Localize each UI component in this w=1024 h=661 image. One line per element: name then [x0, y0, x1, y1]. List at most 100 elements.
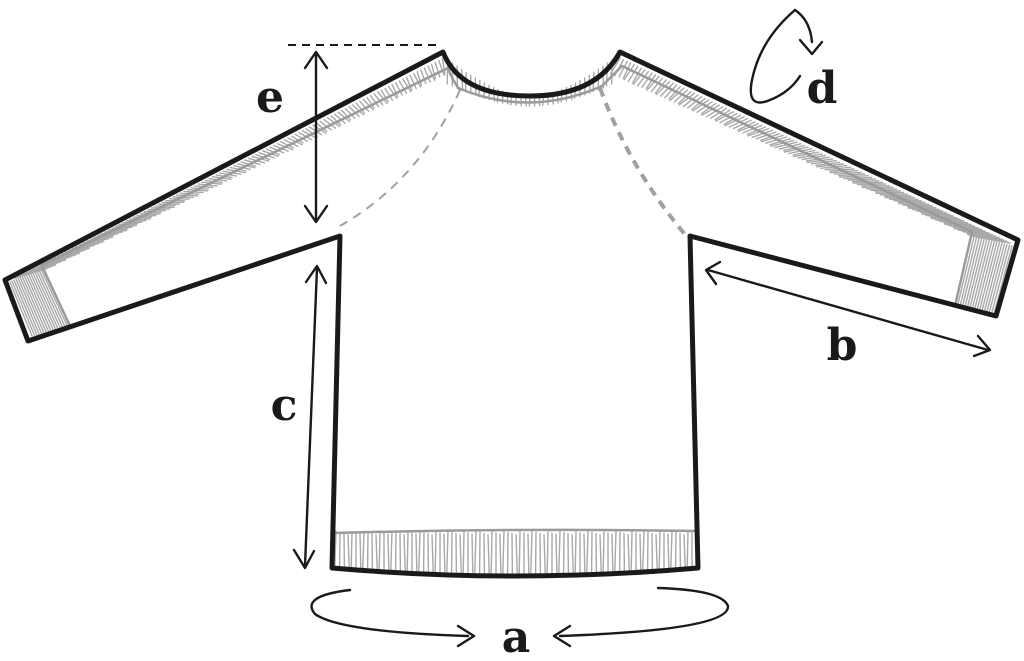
rib-hatch-line — [964, 236, 983, 309]
rib-hatch-line — [673, 89, 689, 103]
rib-hatch-line — [431, 534, 434, 573]
rib-hatch-line — [420, 69, 427, 85]
rib-hatch-line — [19, 276, 45, 334]
rib-hatch-line — [387, 85, 398, 100]
rib-hatch-line — [654, 79, 667, 94]
rib-hatch-line — [446, 530, 449, 573]
rib-hatch-line — [642, 530, 645, 571]
rib-hatch-line — [398, 80, 408, 95]
rib-hatch-line — [29, 271, 57, 331]
rib-hatch-line — [459, 534, 462, 573]
rib-hatch-line — [664, 84, 678, 99]
rib-hatch-line — [373, 93, 384, 106]
rib-hatch-line — [403, 534, 406, 572]
rib-hatch-line — [724, 116, 745, 127]
hem-ribbing-hatch — [334, 530, 698, 574]
rib-hatch-line — [659, 82, 674, 97]
rib-hatch-line — [337, 111, 351, 123]
rib-hatch-line — [966, 237, 986, 310]
rib-hatch-line — [490, 531, 493, 574]
rib-hatch-line — [527, 533, 530, 574]
hem-circumference-arrowhead-left — [456, 624, 476, 648]
rib-hatch-line — [31, 270, 59, 330]
rib-hatch-line — [323, 118, 337, 129]
rib-hatch-line — [682, 94, 699, 108]
rib-hatch-line — [701, 104, 720, 116]
rib-hatch-line — [728, 117, 749, 128]
rib-hatch-line — [518, 531, 521, 574]
rib-hatch-line — [366, 96, 375, 110]
rib-hatch-line — [583, 533, 586, 573]
rib-hatch-line — [696, 100, 713, 114]
rib-hatch-line — [502, 530, 505, 574]
rib-hatch-line — [968, 237, 988, 310]
rib-hatch-line — [683, 534, 686, 569]
measure-e: e — [256, 44, 438, 224]
rib-hatch-line — [667, 533, 670, 570]
rib-hatch-line — [462, 531, 465, 574]
label-e: e — [256, 72, 284, 123]
rib-hatch-line — [415, 533, 418, 572]
rib-hatch-line — [990, 244, 1011, 315]
rib-hatch-line — [558, 530, 561, 574]
label-b: b — [827, 320, 858, 371]
rib-hatch-line — [334, 530, 337, 568]
rib-hatch-line — [571, 534, 574, 573]
rib-hatch-line — [630, 531, 633, 571]
rib-hatch-line — [375, 534, 378, 570]
rib-hatch-line — [441, 58, 446, 75]
rib-hatch-line — [978, 240, 998, 312]
rib-hatch-line — [443, 533, 446, 573]
rib-hatch-line — [37, 267, 67, 328]
rib-hatch-line — [122, 219, 147, 224]
rib-hatch-line — [319, 120, 332, 131]
rib-hatch-line — [351, 104, 365, 116]
seam-lines — [40, 64, 974, 535]
hem-circumference-arrow-right — [558, 586, 730, 638]
rib-hatch-line — [983, 242, 1003, 313]
rib-hatch-line — [609, 57, 621, 75]
rib-hatch-line — [678, 92, 696, 106]
rib-hatch-line — [953, 227, 993, 236]
hem-seam — [331, 528, 700, 535]
rib-hatch-line — [25, 273, 52, 332]
rib-hatch-line — [976, 240, 996, 312]
sleeve-length-arrowhead-start — [704, 260, 722, 286]
rib-hatch-line — [677, 90, 692, 105]
rib-hatch-line — [413, 72, 422, 88]
rib-hatch-line — [691, 97, 706, 111]
measure-b: b — [704, 260, 992, 371]
rib-hatch-line — [384, 87, 394, 101]
rib-hatch-line — [669, 87, 685, 102]
rib-hatch-line — [348, 105, 360, 118]
rib-hatching — [9, 56, 1013, 574]
rib-hatch-line — [943, 221, 979, 229]
rib-hatch-line — [747, 127, 770, 137]
rib-hatch-line — [390, 530, 393, 571]
rib-hatch-line — [406, 531, 409, 572]
rib-hatch-line — [362, 530, 365, 570]
rib-hatch-line — [686, 531, 689, 569]
rib-hatch-line — [438, 60, 445, 77]
rib-hatch-line — [602, 531, 605, 572]
sleeve-circumference-arrow — [749, 8, 802, 104]
rib-hatch-line — [618, 60, 628, 78]
rib-hatch-line — [359, 533, 362, 569]
rib-hatch-line — [952, 226, 990, 234]
rib-hatch-line — [347, 534, 350, 569]
rib-hatch-line — [391, 83, 399, 98]
body-length-arrowhead-bottom — [292, 548, 316, 570]
label-a: a — [502, 612, 531, 661]
hem-circumference-arrow-left — [310, 588, 470, 638]
rib-hatch-line — [362, 98, 374, 111]
rib-hatch-line — [692, 99, 710, 112]
rib-hatch-line — [705, 106, 724, 118]
sleeve-circumference-arrowhead — [798, 38, 824, 56]
rib-hatch-line — [655, 80, 671, 96]
rib-hatch-line — [344, 107, 356, 119]
sleeve-length-arrowhead-end — [972, 334, 992, 358]
rib-hatch-line — [23, 274, 50, 333]
right-cuff-seam — [953, 230, 974, 308]
rib-hatch-line — [627, 65, 639, 83]
rib-hatch-line — [650, 77, 664, 93]
